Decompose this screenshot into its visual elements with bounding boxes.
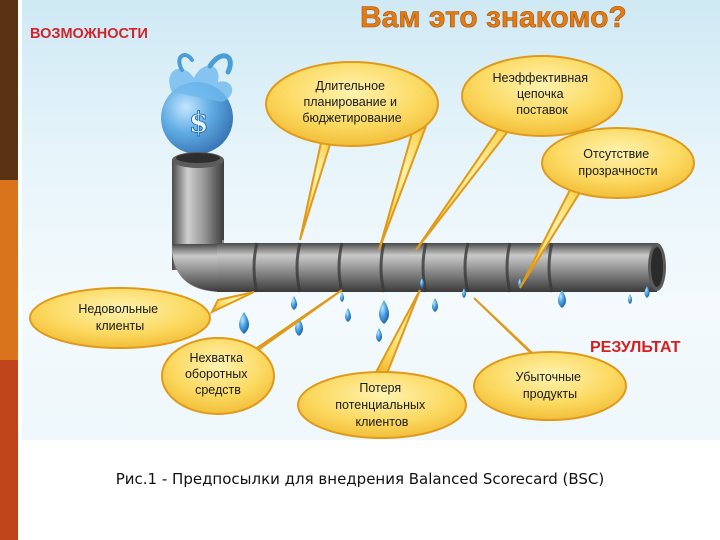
pipe-horizontal xyxy=(217,243,666,292)
bubble-working-capital: Нехватка оборотных средств xyxy=(162,338,274,414)
bubble-planning: Длительное планирование и бюджетирование xyxy=(266,62,438,146)
dollar-icon: $ xyxy=(189,106,208,139)
bubble-clients: Недовольные клиенты xyxy=(30,288,210,348)
result-label: РЕЗУЛЬТАТ xyxy=(590,339,681,356)
figure-caption: Рис.1 - Предпосылки для внедрения Balanc… xyxy=(0,470,720,488)
side-stripe-orange xyxy=(0,180,18,360)
water-splash: $ xyxy=(161,55,233,154)
bubble-transparency: Отсутствие прозрачности xyxy=(542,128,694,198)
pipe-diagram-svg: ВОЗМОЖНОСТИ Вам это знакомо? $ xyxy=(22,0,720,440)
header-left-label: ВОЗМОЖНОСТИ xyxy=(30,26,148,42)
bubble-products: Убыточные продукты xyxy=(474,352,626,420)
pipe-diagram: ВОЗМОЖНОСТИ Вам это знакомо? $ xyxy=(22,0,720,440)
side-stripe-dark xyxy=(0,0,18,180)
side-stripe-red xyxy=(0,360,18,540)
bubble-lost-clients: Потеря потенциальных клиентов xyxy=(298,372,466,438)
bubble-supply: Неэффективная цепочка поставок xyxy=(462,56,622,136)
page-title: Вам это знакомо? xyxy=(360,1,627,34)
svg-text:Длительное планирование: Длительное планирование и бюджетирование xyxy=(302,79,401,125)
